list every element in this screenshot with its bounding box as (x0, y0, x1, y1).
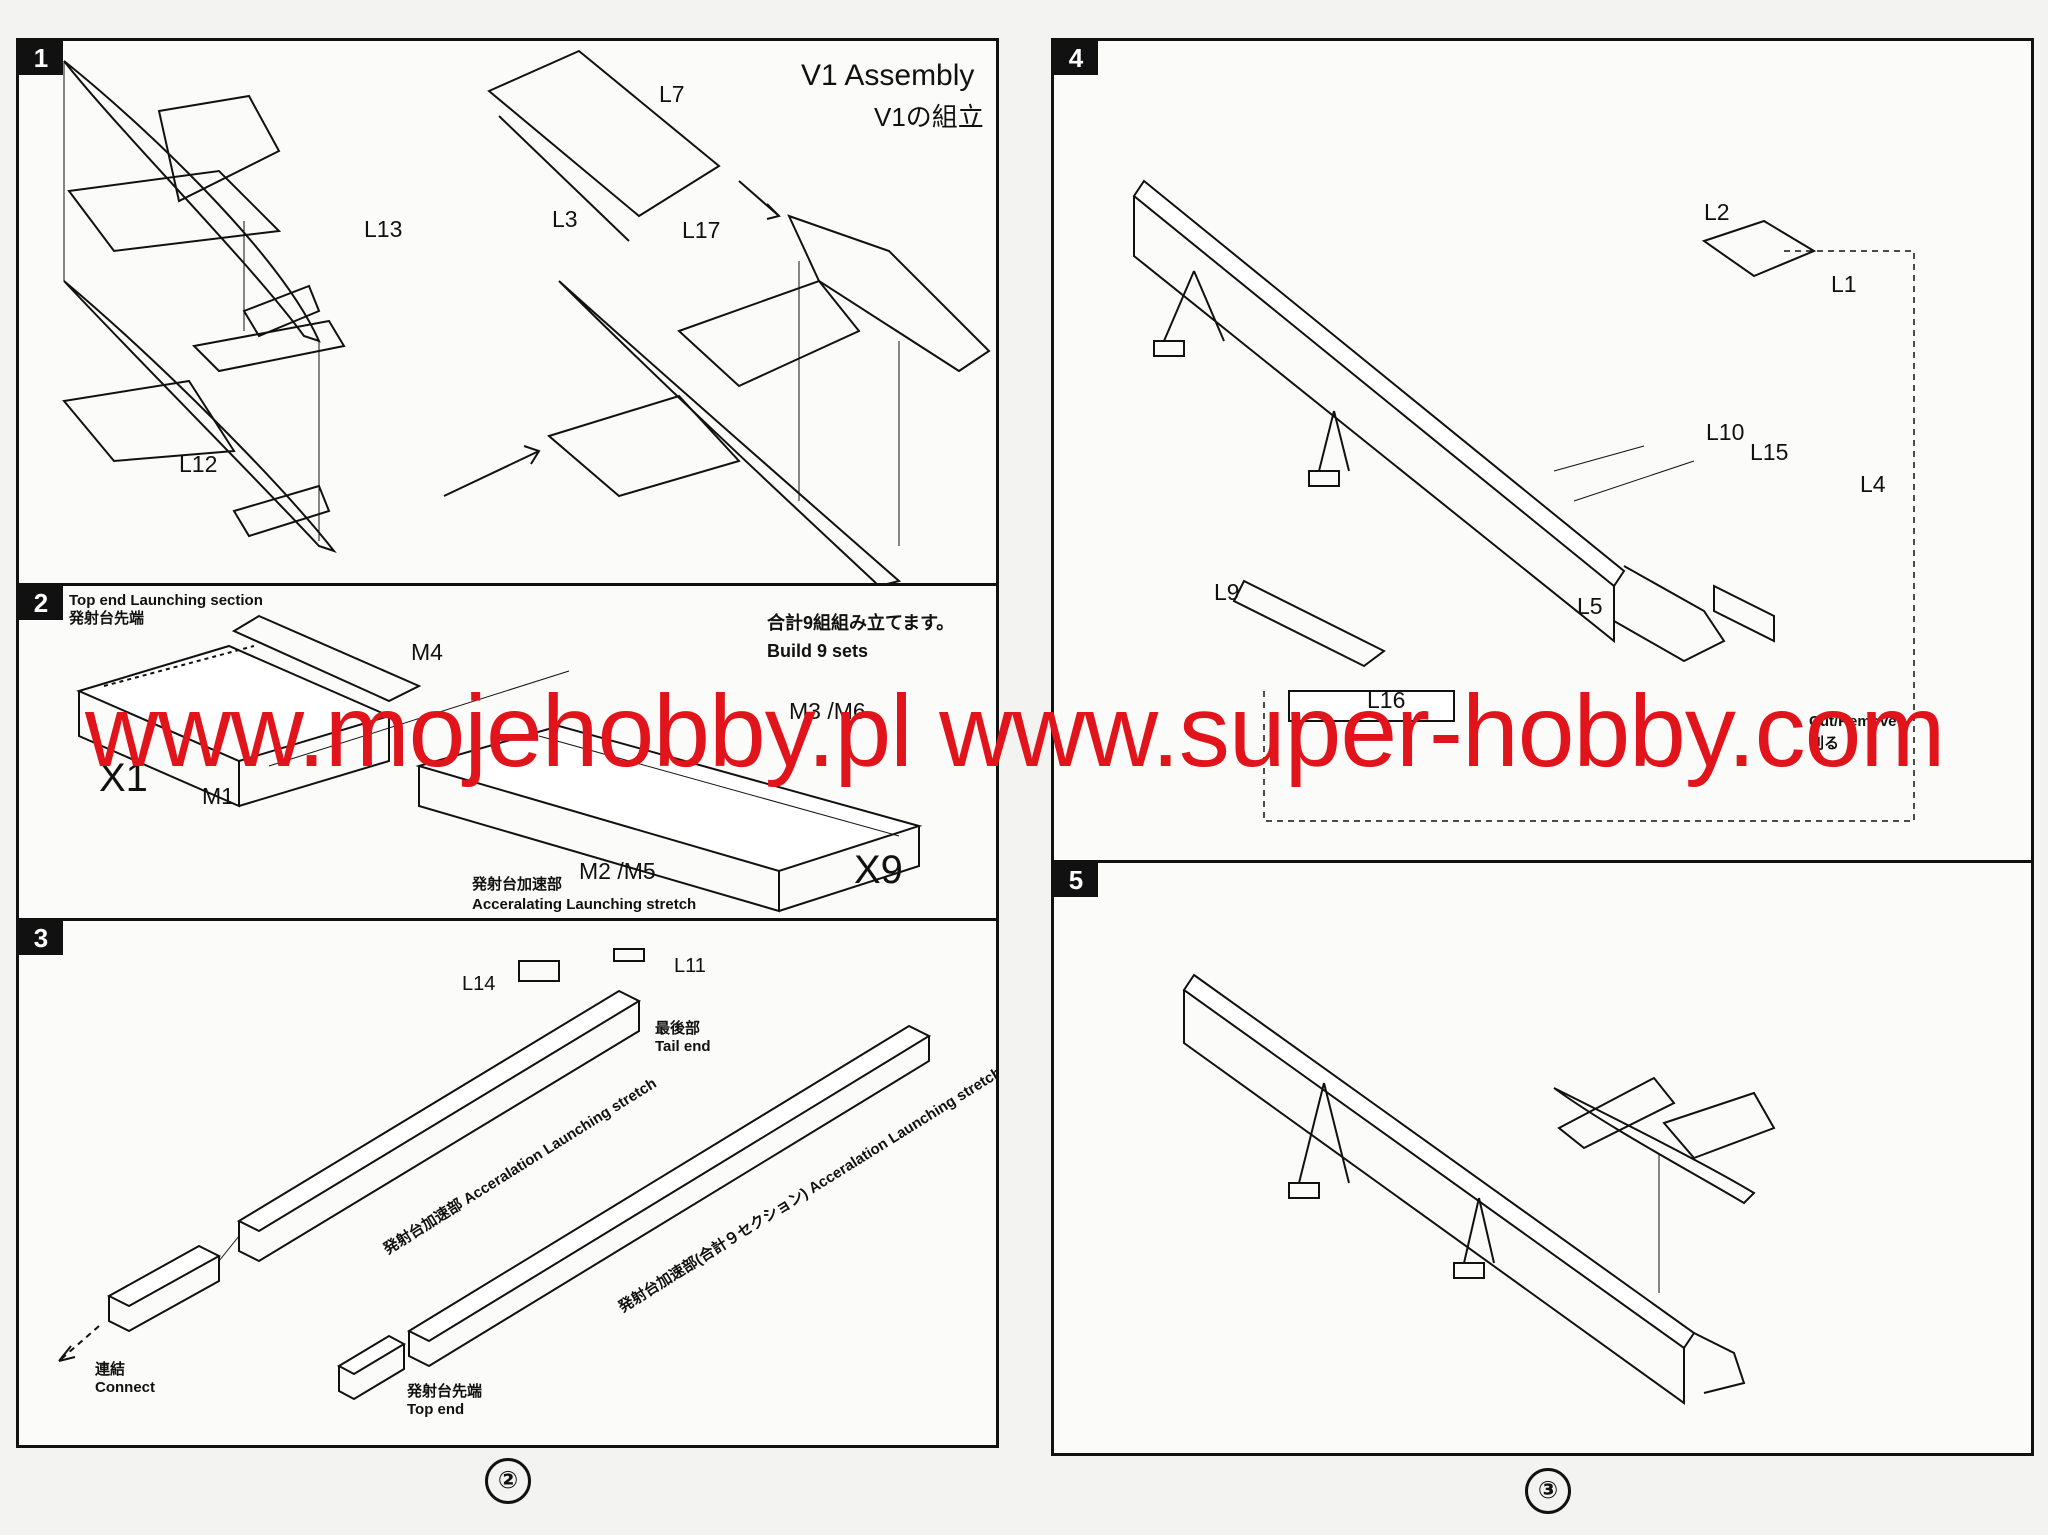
page-number-right: ③ (1525, 1468, 1571, 1514)
quantity-x9: X9 (854, 848, 903, 892)
step-number: 4 (1054, 41, 1098, 75)
part-label: M3 /M6 (789, 698, 866, 724)
tail-end-label: Tail end (655, 1038, 711, 1055)
part-label: L10 (1706, 419, 1745, 445)
part-label: M2 /M5 (579, 858, 656, 884)
part-label: L2 (1704, 199, 1730, 225)
part-label: L4 (1860, 471, 1886, 497)
part-label: L13 (364, 216, 403, 242)
part-label: L3 (552, 206, 578, 232)
step-number: 5 (1054, 863, 1098, 897)
part-label: M4 (411, 639, 443, 665)
step-2-panel: 2 Top end Launching section 発射台先端 合計9組組み… (16, 583, 999, 921)
part-label: L5 (1577, 593, 1603, 619)
build-note: Build 9 sets (767, 641, 869, 661)
rail-connection-drawing (58, 948, 932, 1401)
watermark: www.mojehobby.pl www.super-hobby.com (85, 674, 1945, 788)
part-label: L11 (674, 955, 706, 977)
step-4-panel: 4 L2 L1 L10 L15 L4 L9 L5 L16 Cut/Remove … (1051, 38, 2034, 863)
accel-label: Acceralating Launching stretch (472, 896, 697, 913)
part-label: M1 (202, 783, 234, 809)
cut-remove-label-jp: 削る (1809, 735, 1840, 752)
part-label: L14 (462, 973, 496, 995)
page-number-left: ② (485, 1458, 531, 1504)
part-label: L1 (1831, 271, 1857, 297)
step-number: 1 (19, 41, 63, 75)
cut-remove-label: Cut/Remove (1809, 713, 1897, 730)
step-3-panel: 3 L14 L11 最後部 Tail end 発射台加速部 Acceralati… (16, 918, 999, 1448)
step-1-panel: 1 V1 Assembly V1の組立 (16, 38, 999, 586)
step-title: V1 Assembly (801, 59, 975, 92)
step-number: 3 (19, 921, 63, 955)
top-end-label: Top end Launching section (69, 592, 263, 609)
accel-label-jp: 発射台加速部 (472, 876, 563, 893)
part-label: L17 (682, 217, 721, 243)
step-5-panel: 5 (1051, 860, 2034, 1456)
connect-label-jp: 連結 (95, 1361, 126, 1378)
part-label: L9 (1214, 579, 1240, 605)
step-title-jp: V1の組立 (874, 102, 984, 132)
top-end-label: Top end (407, 1401, 465, 1418)
finished-launcher-drawing (1182, 973, 1776, 1405)
quantity-x1: X1 (99, 756, 148, 800)
part-label: L15 (1750, 439, 1789, 465)
launch-section-drawing (76, 614, 923, 913)
top-end-label-jp: 発射台先端 (407, 1383, 483, 1400)
tail-end-label-jp: 最後部 (655, 1020, 701, 1037)
part-label: L7 (659, 81, 685, 107)
part-label: L16 (1367, 687, 1406, 713)
build-note-jp: 合計9組組み立てます。 (767, 613, 955, 633)
step-number: 2 (19, 586, 63, 620)
v1-assembly-drawing (62, 49, 991, 583)
top-end-label-jp: 発射台先端 (69, 610, 145, 627)
connect-label: Connect (95, 1379, 155, 1396)
launcher-detail-drawing (1132, 179, 1915, 822)
part-label: L12 (179, 451, 218, 477)
